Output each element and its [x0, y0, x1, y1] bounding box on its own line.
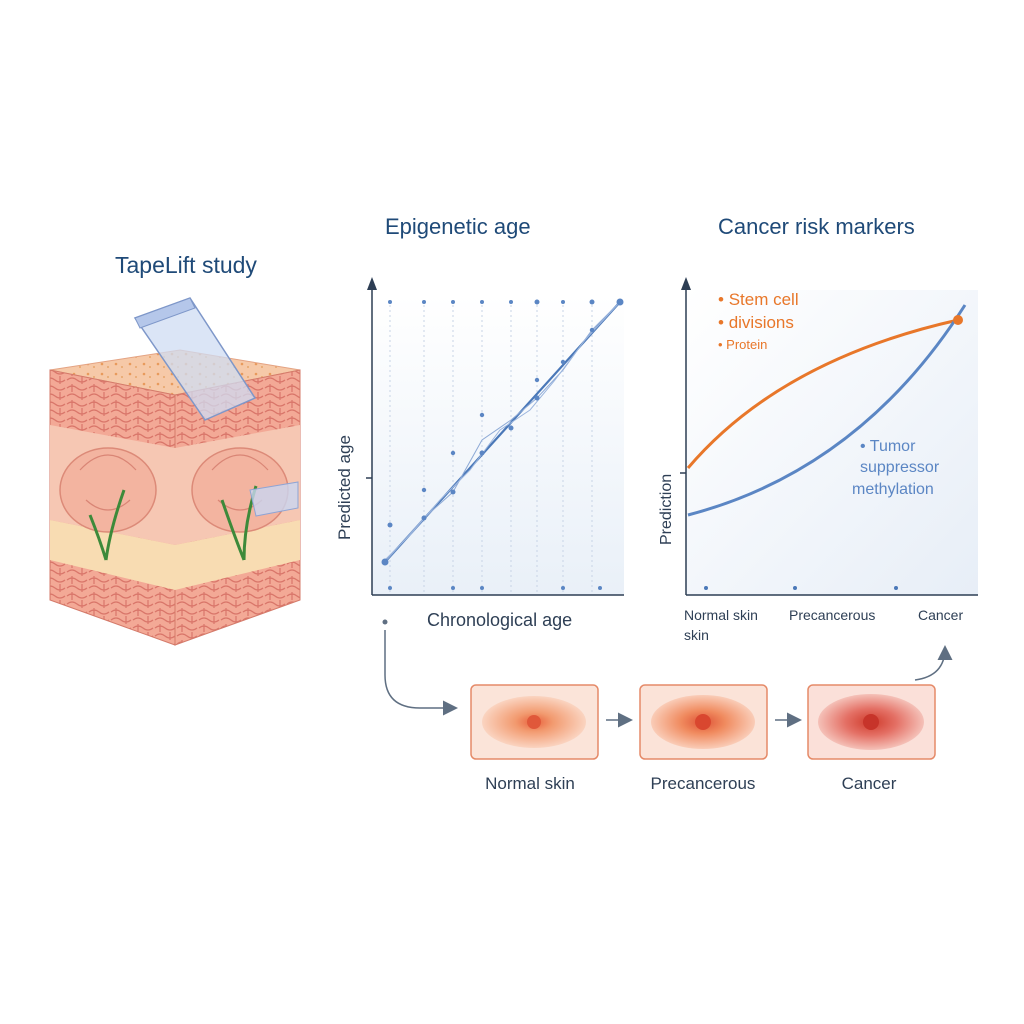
- legend-blue-line1: • Tumor: [860, 438, 916, 455]
- stage-tile-precancerous: [639, 684, 768, 760]
- study-title: TapeLift study: [115, 252, 257, 278]
- stage-label-cancer: Cancer: [842, 774, 897, 793]
- epigenetic-chart: Predicted age Chronological age: [335, 277, 624, 630]
- legend-orange-line2: • divisions: [718, 313, 794, 332]
- risk-chart: • Stem cell • divisions • Protein • Tumo…: [658, 277, 978, 643]
- risk-ylabel: Prediction: [658, 474, 675, 545]
- epigenetic-title: Epigenetic age: [385, 214, 531, 239]
- skin-block-illustration: [49, 297, 301, 646]
- tumor-suppressor-curve: [687, 304, 967, 517]
- legend-orange-line3: • Protein: [718, 337, 767, 352]
- legend-orange-line1: • Stem cell: [718, 290, 799, 309]
- risk-xtick-0-extra: skin: [684, 627, 709, 643]
- stage-label-precancerous: Precancerous: [651, 774, 756, 793]
- legend-blue-line2: suppressor: [860, 459, 940, 476]
- legend-blue-line3: methylation: [852, 481, 934, 498]
- risk-xtick-0: Normal skin: [684, 607, 758, 623]
- risk-xtick-1: Precancerous: [789, 607, 875, 623]
- curve-endpoint: [953, 315, 963, 325]
- connector-arrow-in: [384, 630, 458, 716]
- connector-arrow-out: [914, 645, 953, 681]
- stage-label-normal: Normal skin: [485, 774, 575, 793]
- risk-title: Cancer risk markers: [718, 214, 915, 239]
- stage-tile-cancer: [807, 684, 936, 760]
- stage-tile-normal: [470, 684, 599, 760]
- epigenetic-xlabel: Chronological age: [427, 610, 572, 630]
- risk-xtick-2: Cancer: [918, 607, 963, 623]
- epigenetic-ylabel: Predicted age: [335, 435, 354, 540]
- stem-cell-curve: [686, 318, 959, 469]
- progression-flow: Normal skin Precancerous Cancer: [382, 619, 953, 793]
